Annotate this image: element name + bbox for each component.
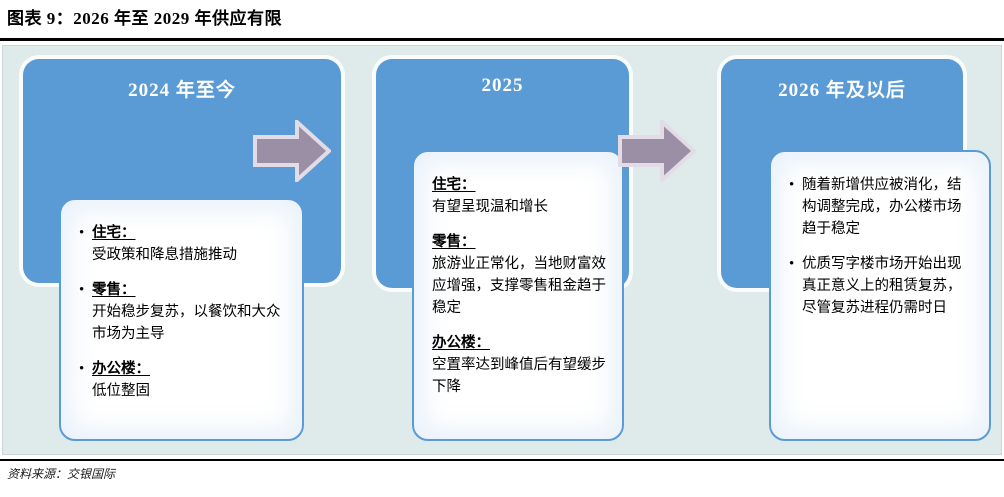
panel-2-header-label: 2025	[481, 75, 524, 96]
panel-2-content-card: 住宅： 有望呈现温和增长 零售： 旅游业正常化，当地财富效应增强，支撑零售租金趋…	[412, 150, 624, 441]
bullet-icon: •	[789, 256, 795, 272]
panel-1-block-3-text: 低位整固	[92, 383, 150, 399]
panel-3-content-card: • 随着新增供应被消化，结构调整完成，办公楼市场趋于稳定 • 优质写字楼市场开始…	[769, 150, 991, 441]
source-note: 资料来源：交银国际	[7, 467, 116, 481]
panel-2-block-1-head: 住宅：	[432, 177, 476, 193]
panel-2-block-2-text: 旅游业正常化，当地财富效应增强，支撑零售租金趋于稳定	[432, 256, 606, 316]
panel-2: 2025 住宅： 有望呈现温和增长 零售： 旅游业正常化，当地财富效应增强，支撑…	[368, 46, 678, 454]
panel-1-block-2-text: 开始稳步复苏，以餐饮和大众市场为主导	[92, 304, 281, 342]
panel-2-block-1: 住宅： 有望呈现温和增长	[432, 174, 608, 218]
right-arrow-icon	[618, 120, 696, 182]
panel-1-block-3: • 办公楼： 低位整固	[79, 358, 288, 402]
panel-2-block-2-head: 零售：	[432, 234, 476, 250]
panel-1-block-1: • 住宅： 受政策和降息措施推动	[79, 222, 288, 266]
panel-1-content-card: • 住宅： 受政策和降息措施推动 • 零售： 开始稳步复苏，以餐饮和大众市场为主…	[59, 198, 304, 441]
panel-3-block-2: • 优质写字楼市场开始出现真正意义上的租赁复苏，尽管复苏进程仍需时日	[789, 253, 975, 319]
panel-2-block-2: 零售： 旅游业正常化，当地财富效应增强，支撑零售租金趋于稳定	[432, 231, 608, 319]
panel-2-block-3-head: 办公楼：	[432, 335, 490, 351]
panel-3-header-label: 2026 年及以后	[778, 80, 906, 101]
panel-3-block-1-text: 随着新增供应被消化，结构调整完成，办公楼市场趋于稳定	[802, 177, 962, 237]
panel-3-block-2-text: 优质写字楼市场开始出现真正意义上的租赁复苏，尽管复苏进程仍需时日	[802, 256, 962, 316]
panel-2-block-3: 办公楼： 空置率达到峰值后有望缓步下降	[432, 332, 608, 398]
panel-3: 2026 年及以后 • 随着新增供应被消化，结构调整完成，办公楼市场趋于稳定 •	[713, 46, 1001, 454]
page-title: 图表 9：2026 年至 2029 年供应有限	[7, 9, 282, 28]
bullet-icon: •	[79, 225, 85, 241]
panel-2-block-3-text: 空置率达到峰值后有望缓步下降	[432, 357, 606, 395]
panel-1: 2024 年至今 • 住宅： 受政策和降息措施推动 •	[15, 46, 345, 454]
panel-1-block-1-text: 受政策和降息措施推动	[92, 247, 237, 263]
footer-divider	[0, 459, 1004, 461]
panel-2-block-1-text: 有望呈现温和增长	[432, 199, 548, 215]
panel-1-block-3-head: 办公楼：	[92, 361, 150, 377]
bullet-icon: •	[789, 177, 795, 193]
bullet-icon: •	[79, 361, 85, 377]
panel-1-block-2: • 零售： 开始稳步复苏，以餐饮和大众市场为主导	[79, 279, 288, 345]
panel-1-block-2-head: 零售：	[92, 282, 136, 298]
title-divider	[0, 38, 1004, 41]
panel-3-block-1: • 随着新增供应被消化，结构调整完成，办公楼市场趋于稳定	[789, 174, 975, 240]
arrow-1	[253, 120, 331, 182]
arrow-2	[618, 120, 696, 182]
panel-1-block-1-head: 住宅：	[92, 225, 136, 241]
right-arrow-icon	[253, 120, 331, 182]
panel-1-header-label: 2024 年至今	[128, 80, 236, 101]
bullet-icon: •	[79, 282, 85, 298]
diagram-canvas: 2024 年至今 • 住宅： 受政策和降息措施推动 •	[2, 45, 1002, 455]
